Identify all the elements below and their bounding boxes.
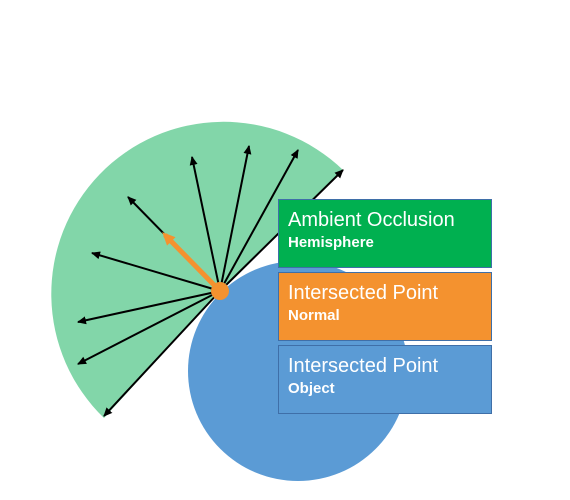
legend-ao-subtitle: Hemisphere xyxy=(288,234,374,251)
sample-ray-8-arrow-icon xyxy=(77,290,221,365)
sample-ray-6-arrow-icon xyxy=(91,251,221,292)
legend-object-subtitle: Object xyxy=(288,380,335,397)
legend-normal-title: Intersected Point xyxy=(288,282,439,304)
legend-intersected-normal: Intersected Point Normal xyxy=(278,272,492,341)
legend-ao-title: Ambient Occlusion xyxy=(288,209,455,231)
sample-ray-4-arrow-icon xyxy=(189,156,221,292)
legend-object-title: Intersected Point xyxy=(288,355,439,377)
sample-ray-9-arrow-icon xyxy=(103,290,221,417)
sample-rays xyxy=(77,145,344,417)
intersected-point-dot xyxy=(211,282,229,300)
sample-ray-2-arrow-icon xyxy=(219,149,299,292)
sample-ray-7-arrow-icon xyxy=(77,290,221,325)
legend-intersected-object: Intersected Point Object xyxy=(278,345,492,414)
legend-normal-subtitle: Normal xyxy=(288,307,340,324)
sample-ray-3-arrow-icon xyxy=(219,145,252,292)
legend-ambient-occlusion: Ambient Occlusion Hemisphere xyxy=(278,199,492,268)
surface-normal-arrow xyxy=(162,232,222,293)
